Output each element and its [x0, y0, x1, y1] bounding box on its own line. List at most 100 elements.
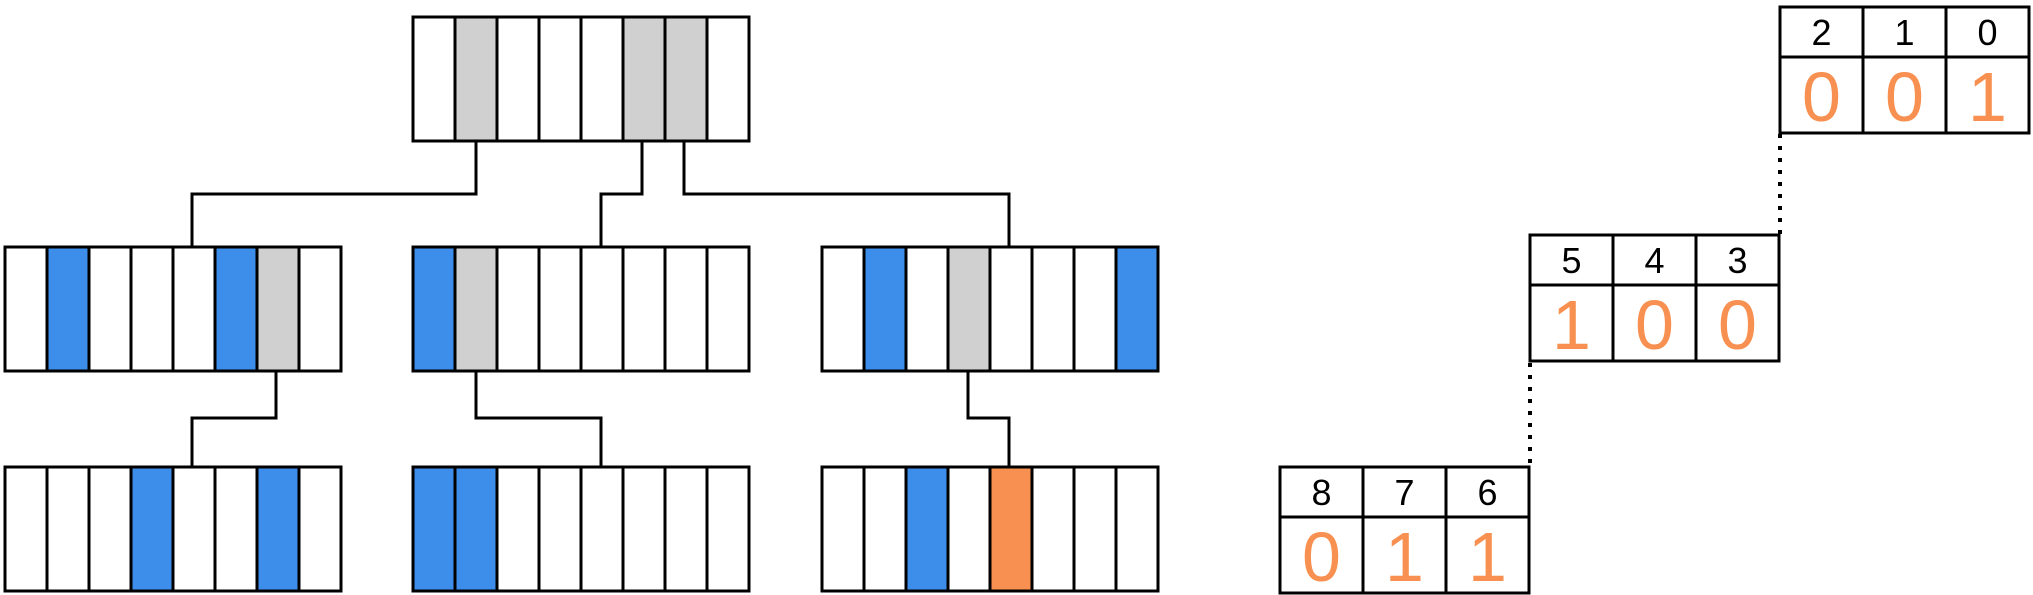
- bit-index-cell: [1778, 5, 1865, 59]
- node-cell-empty: [171, 245, 217, 373]
- node-cell-blue: [213, 245, 259, 373]
- node-cell-empty: [45, 465, 91, 593]
- node-cell-empty: [820, 465, 866, 593]
- bit-value-cell: [1361, 515, 1448, 595]
- node-cell-empty: [3, 245, 49, 373]
- node-cell-empty: [297, 245, 343, 373]
- bit-table-links: [1528, 134, 1782, 467]
- node-cell-empty: [1072, 465, 1118, 593]
- level1-node: [3, 245, 343, 373]
- node-cell-empty: [579, 15, 625, 143]
- node-cell-gray: [255, 245, 301, 373]
- bit-value-cell: [1278, 515, 1365, 595]
- bit-value-cell: [1861, 55, 1948, 135]
- node-cell-blue: [411, 465, 457, 593]
- level2-node: [411, 465, 751, 593]
- connector-node-1b-to-node-2b: [474, 371, 603, 467]
- node-cell-gray: [946, 245, 992, 373]
- node-cell-empty: [904, 245, 950, 373]
- bit-value-label: 1: [1552, 286, 1591, 364]
- node-cell-empty: [946, 465, 992, 593]
- bit-index-cell: [1444, 465, 1531, 519]
- node-cell-empty: [1114, 465, 1160, 593]
- level2-node: [3, 465, 343, 593]
- connector-node-1a-to-node-2a: [190, 371, 278, 467]
- connector-root-to-node-1b: [599, 141, 644, 247]
- bit-value-cell: [1944, 55, 2031, 135]
- node-cell-empty: [988, 245, 1034, 373]
- node-cell-gray: [663, 15, 709, 143]
- node-cell-gray: [453, 15, 499, 143]
- root-node: [411, 15, 751, 143]
- bit-value-label: 0: [1302, 518, 1341, 595]
- node-cell-blue: [1114, 245, 1160, 373]
- bit-index-cell: [1528, 233, 1615, 287]
- bit-value-label: 1: [1385, 518, 1424, 595]
- bit-index-label: 4: [1644, 240, 1664, 281]
- bit-index-cell: [1278, 465, 1365, 519]
- bit-index-cell: [1361, 465, 1448, 519]
- node-cell-empty: [495, 15, 541, 143]
- node-cell-empty: [579, 245, 625, 373]
- bit-table: 5 1 4 0 3 0: [1528, 233, 1781, 364]
- node-cell-empty: [579, 465, 625, 593]
- node-cell-empty: [87, 465, 133, 593]
- node-cell-empty: [820, 245, 866, 373]
- bit-index-label: 3: [1727, 240, 1747, 281]
- node-cell-empty: [537, 465, 583, 593]
- node-cell-blue: [45, 245, 91, 373]
- bit-value-label: 0: [1635, 286, 1674, 364]
- level1-node: [411, 245, 751, 373]
- node-cell-blue: [411, 245, 457, 373]
- node-cell-empty: [1072, 245, 1118, 373]
- bit-value-cell: [1694, 283, 1781, 363]
- node-cell-gray: [621, 15, 667, 143]
- node-cell-empty: [663, 465, 709, 593]
- bit-value-label: 0: [1885, 58, 1924, 136]
- node-cell-empty: [663, 245, 709, 373]
- node-cell-empty: [862, 465, 908, 593]
- node-cell-empty: [171, 465, 217, 593]
- bit-value-label: 0: [1718, 286, 1757, 364]
- node-cell-empty: [621, 465, 667, 593]
- node-cell-blue: [129, 465, 175, 593]
- tree-nodes: [3, 15, 1160, 593]
- node-cell-empty: [537, 245, 583, 373]
- node-cell-empty: [495, 465, 541, 593]
- node-cell-empty: [129, 245, 175, 373]
- connector-root-to-node-1c: [682, 141, 1011, 247]
- node-cell-empty: [297, 465, 343, 593]
- connector-root-to-node-1a: [190, 141, 478, 247]
- bit-index-label: 2: [1811, 12, 1831, 53]
- node-cell-empty: [87, 245, 133, 373]
- bit-value-label: 0: [1802, 58, 1841, 136]
- bit-value-cell: [1444, 515, 1531, 595]
- node-cell-empty: [705, 15, 751, 143]
- tree-connectors: [190, 141, 1011, 467]
- bit-index-label: 5: [1561, 240, 1581, 281]
- node-cell-empty: [705, 245, 751, 373]
- bit-index-cell: [1611, 233, 1698, 287]
- bit-value-cell: [1778, 55, 1865, 135]
- node-cell-blue: [453, 465, 499, 593]
- node-cell-empty: [213, 465, 259, 593]
- node-cell-empty: [495, 245, 541, 373]
- node-cell-empty: [3, 465, 49, 593]
- node-cell-empty: [537, 15, 583, 143]
- node-cell-empty: [411, 15, 457, 143]
- level1-node: [820, 245, 1160, 373]
- bit-index-cell: [1694, 233, 1781, 287]
- node-cell-empty: [621, 245, 667, 373]
- bit-value-label: 1: [1968, 58, 2007, 136]
- node-cell-blue: [904, 465, 950, 593]
- bit-value-label: 1: [1468, 518, 1507, 595]
- bit-index-label: 1: [1894, 12, 1914, 53]
- node-cell-blue: [862, 245, 908, 373]
- bit-index-label: 7: [1394, 472, 1414, 513]
- node-cell-empty: [1030, 465, 1076, 593]
- bit-index-label: 8: [1311, 472, 1331, 513]
